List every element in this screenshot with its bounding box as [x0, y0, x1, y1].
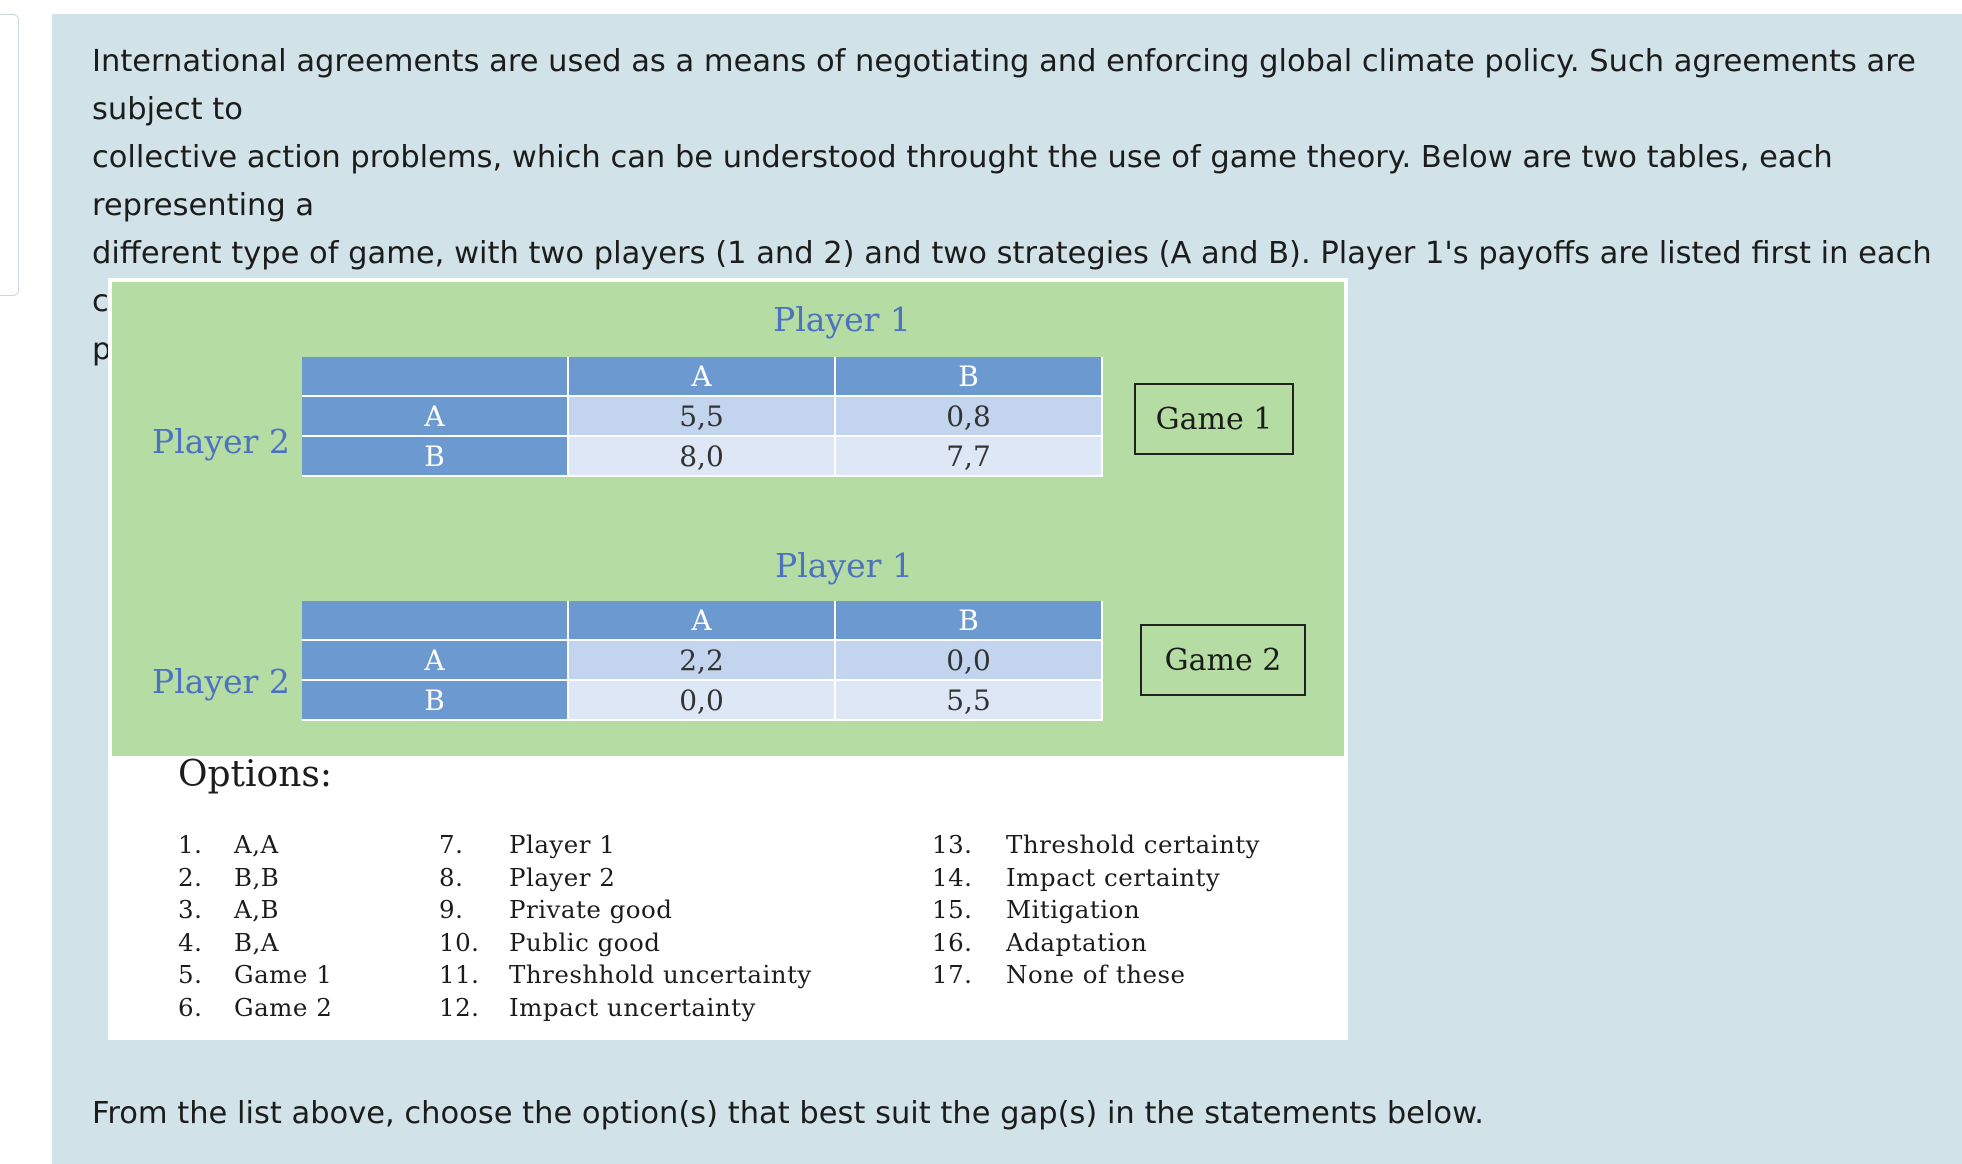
option-number: 11.	[439, 960, 480, 989]
option-label: A,B	[234, 895, 279, 924]
list-item: 12. Impact uncertainty	[439, 993, 812, 1026]
option-label: Threshhold uncertainty	[509, 960, 812, 989]
table-header-row: A B	[302, 357, 1103, 397]
row-header: B	[302, 437, 569, 477]
list-item: 8. Player 2	[439, 863, 812, 896]
payoff-cell: 0,0	[836, 641, 1103, 681]
question-prompt: From the list above, choose the option(s…	[92, 1096, 1484, 1131]
option-number: 6.	[178, 992, 203, 1022]
intro-line: International agreements are used as a m…	[92, 44, 1916, 127]
table-corner	[302, 357, 569, 397]
list-item: 17. None of these	[932, 960, 1260, 993]
list-item: 16. Adaptation	[932, 928, 1260, 961]
option-label: Public good	[509, 927, 661, 957]
option-number: 16.	[932, 927, 973, 957]
option-label: Game 2	[234, 992, 333, 1022]
list-item: 15. Mitigation	[932, 895, 1260, 928]
option-number: 1.	[178, 830, 203, 859]
options-column-2: 7. Player 1 8. Player 2 9. Private good 10.…	[439, 830, 812, 1025]
game2-payoff-table: A B A 2,2 0,0 B 0,0 5,5	[302, 601, 1103, 721]
list-item: 10. Public good	[439, 928, 812, 961]
option-number: 7.	[439, 830, 464, 859]
payoff-cell: 5,5	[569, 397, 836, 437]
left-edge-tab[interactable]	[0, 14, 19, 296]
column-header: B	[836, 601, 1103, 641]
option-label: B,A	[234, 927, 279, 957]
payoff-cell: 7,7	[836, 437, 1103, 477]
payoff-cell: 2,2	[569, 641, 836, 681]
list-item: 9. Private good	[439, 895, 812, 928]
option-label: None of these	[1006, 960, 1186, 989]
games-background: Player 1 Player 2 A B A 5,5 0,8 B 8,0 7,…	[112, 282, 1344, 756]
intro-line: collective action problems, which can be…	[92, 140, 1833, 223]
table-row: B 0,0 5,5	[302, 681, 1103, 721]
option-label: Threshold certainty	[1006, 830, 1260, 859]
table-header-row: A B	[302, 601, 1103, 641]
table-corner	[302, 601, 569, 641]
list-item: 13. Threshold certainty	[932, 830, 1260, 863]
option-number: 15.	[932, 895, 973, 924]
game2-column-player-label: Player 1	[775, 546, 913, 585]
option-label: B,B	[234, 862, 280, 892]
table-row: B 8,0 7,7	[302, 437, 1103, 477]
game1-title-box: Game 1	[1134, 383, 1294, 455]
option-number: 3.	[178, 895, 203, 924]
option-label: Impact certainty	[1006, 862, 1221, 892]
option-label: Player 1	[509, 830, 616, 859]
option-label: Adaptation	[1006, 927, 1148, 957]
option-label: A,A	[234, 830, 279, 859]
option-number: 13.	[932, 830, 973, 859]
list-item: 11. Threshhold uncertainty	[439, 960, 812, 993]
list-item: 2. B,B	[178, 863, 332, 896]
game1-row-player-label: Player 2	[152, 422, 290, 461]
table-row: A 5,5 0,8	[302, 397, 1103, 437]
column-header: B	[836, 357, 1103, 397]
column-header: A	[569, 357, 836, 397]
game1-column-player-label: Player 1	[773, 300, 911, 339]
games-figure: Player 1 Player 2 A B A 5,5 0,8 B 8,0 7,…	[108, 278, 1348, 1040]
row-header: A	[302, 641, 569, 681]
option-label: Player 2	[509, 862, 616, 892]
game2-title-box: Game 2	[1140, 624, 1306, 696]
option-number: 12.	[439, 992, 480, 1022]
payoff-cell: 0,0	[569, 681, 836, 721]
payoff-cell: 8,0	[569, 437, 836, 477]
option-label: Game 1	[234, 960, 333, 989]
options-column-3: 13. Threshold certainty 14. Impact certain…	[932, 830, 1260, 993]
option-number: 2.	[178, 862, 203, 892]
list-item: 7. Player 1	[439, 830, 812, 863]
option-number: 9.	[439, 895, 464, 924]
options-title: Options:	[178, 754, 333, 795]
option-number: 10.	[439, 927, 480, 957]
option-number: 8.	[439, 862, 464, 892]
row-header: B	[302, 681, 569, 721]
list-item: 1. A,A	[178, 830, 332, 863]
payoff-cell: 0,8	[836, 397, 1103, 437]
option-label: Private good	[509, 895, 673, 924]
option-number: 4.	[178, 927, 203, 957]
list-item: 5. Game 1	[178, 960, 332, 993]
option-label: Mitigation	[1006, 895, 1141, 924]
options-column-1: 1. A,A 2. B,B 3. A,B 4. B,A 5. Game 1 6. Game …	[178, 830, 332, 1025]
list-item: 14. Impact certainty	[932, 863, 1260, 896]
column-header: A	[569, 601, 836, 641]
row-header: A	[302, 397, 569, 437]
game1-payoff-table: A B A 5,5 0,8 B 8,0 7,7	[302, 357, 1103, 477]
list-item: 6. Game 2	[178, 993, 332, 1026]
game2-row-player-label: Player 2	[152, 662, 290, 701]
option-label: Impact uncertainty	[509, 992, 756, 1022]
option-number: 14.	[932, 862, 973, 892]
option-number: 17.	[932, 960, 973, 989]
table-row: A 2,2 0,0	[302, 641, 1103, 681]
list-item: 3. A,B	[178, 895, 332, 928]
payoff-cell: 5,5	[836, 681, 1103, 721]
option-number: 5.	[178, 960, 203, 989]
list-item: 4. B,A	[178, 928, 332, 961]
